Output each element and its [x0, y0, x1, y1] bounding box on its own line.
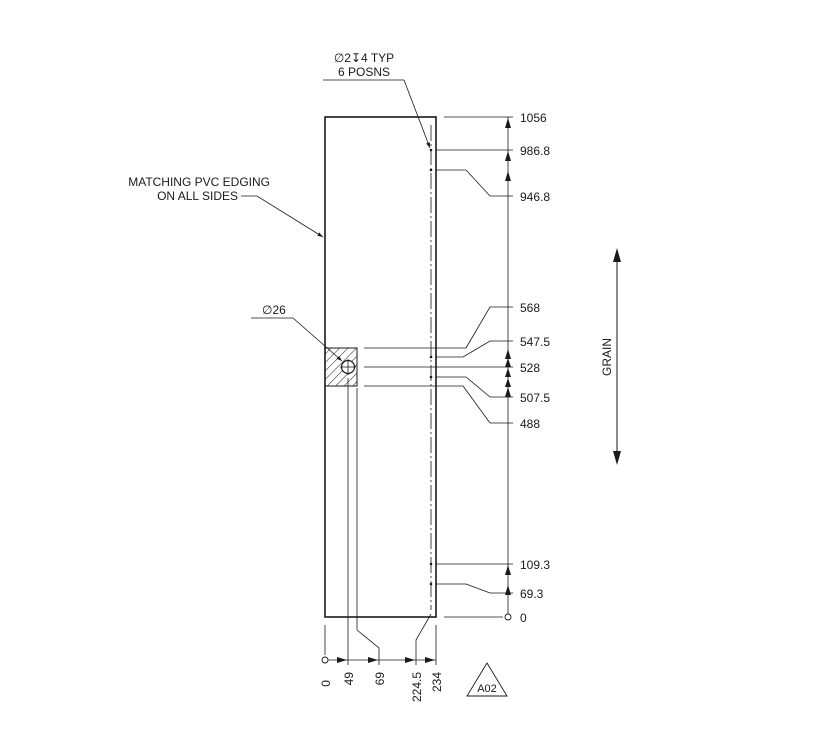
dim-label-488: 488 — [520, 417, 540, 431]
dim-label-69: 69 — [373, 672, 387, 686]
dim-label-224-5: 224.5 — [410, 672, 424, 702]
large-hole-label: ∅26 — [262, 303, 286, 317]
dim-label-234: 234 — [430, 672, 444, 692]
hole-spec-callout: ∅2↧4 TYP 6 POSNS — [323, 51, 431, 149]
part-tag-label: A02 — [477, 683, 497, 695]
dim-label-0-horizontal: 0 — [319, 680, 333, 687]
grain-arrow: GRAIN — [600, 248, 621, 465]
hole-spec-line2: 6 POSNS — [338, 65, 390, 79]
dim-label-547-5: 547.5 — [520, 335, 550, 349]
dim-label-568: 568 — [520, 301, 540, 315]
dim-label-986-8: 986.8 — [520, 144, 550, 158]
dim-label-507-5: 507.5 — [520, 391, 550, 405]
small-holes — [429, 148, 433, 586]
edging-line1: MATCHING PVC EDGING — [128, 175, 270, 189]
horizontal-dimension-chain: 0 49 69 224.5 234 — [319, 378, 444, 702]
vertical-dimension-chain: 1056 986.8 946.8 568 547.5 528 507.5 488… — [364, 111, 550, 625]
hole-spec-line1: ∅2↧4 TYP — [334, 51, 394, 65]
edging-line2: ON ALL SIDES — [157, 189, 238, 203]
dim-label-69-3: 69.3 — [520, 587, 544, 601]
dim-label-109-3: 109.3 — [520, 558, 550, 572]
dim-label-49: 49 — [342, 672, 356, 686]
grain-label: GRAIN — [600, 338, 614, 376]
dim-label-1056: 1056 — [520, 111, 547, 125]
dim-label-946-8: 946.8 — [520, 190, 550, 204]
edging-callout: MATCHING PVC EDGING ON ALL SIDES — [128, 175, 324, 238]
dim-label-528: 528 — [520, 361, 540, 375]
large-hole-callout: ∅26 — [251, 303, 343, 362]
dim-label-0-vertical: 0 — [520, 611, 527, 625]
part-tag: A02 — [466, 662, 508, 697]
